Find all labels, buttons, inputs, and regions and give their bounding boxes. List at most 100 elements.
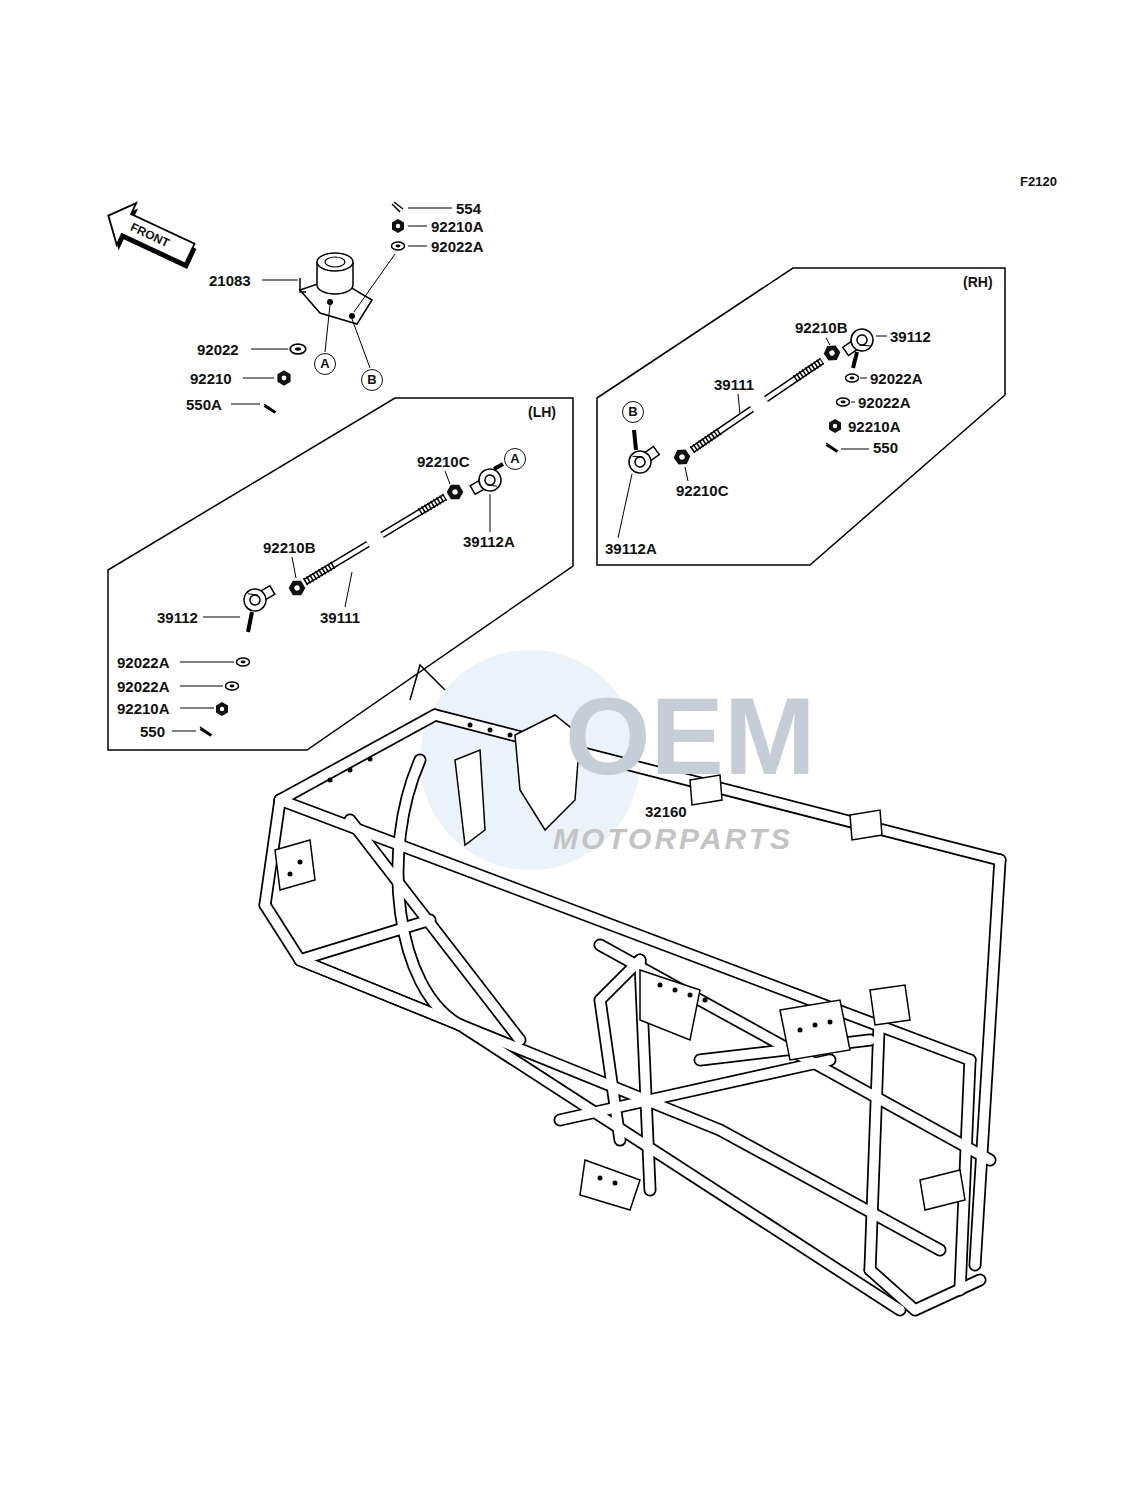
drawing-part xyxy=(850,810,882,840)
drawing-part xyxy=(231,208,452,404)
drawing-part xyxy=(248,612,252,632)
lh-group-frame: (LH)A xyxy=(108,398,573,750)
drawing-part xyxy=(172,731,196,732)
drawing-part xyxy=(671,446,692,468)
drawing-part xyxy=(288,872,293,877)
drawing-part xyxy=(180,686,223,687)
callout-number: 92210B xyxy=(263,539,316,556)
callout-number: 550 xyxy=(140,723,165,740)
drawing-part xyxy=(300,278,306,292)
drawing-part xyxy=(290,344,306,354)
callout-number: 32160 xyxy=(645,803,687,820)
drawing-part xyxy=(408,208,452,209)
drawing-part xyxy=(841,449,869,450)
callout-number: 550 xyxy=(873,439,898,456)
drawing-part xyxy=(598,1176,603,1181)
drawing-part xyxy=(325,305,330,352)
drawing-part xyxy=(352,319,370,368)
frame-drawing xyxy=(265,665,1000,1310)
drawing-part xyxy=(826,338,830,345)
drawing-part xyxy=(829,419,841,433)
callout-number: 92022A xyxy=(117,654,170,671)
drawing-part xyxy=(345,572,352,607)
drawing-part xyxy=(325,257,345,267)
drawing-part xyxy=(488,728,493,733)
drawing-part xyxy=(508,733,513,738)
drawing-part xyxy=(180,662,234,663)
callout-number: 554 xyxy=(456,200,481,217)
drawing-part xyxy=(467,465,505,500)
drawing-part xyxy=(420,497,445,512)
drawing-part xyxy=(226,682,239,690)
drawing-part xyxy=(640,970,700,1040)
drawing-part xyxy=(287,577,308,599)
drawing-part xyxy=(298,860,303,865)
callout-number: 39112 xyxy=(157,609,198,626)
panel-border xyxy=(597,268,1005,565)
drawing-part xyxy=(468,723,473,728)
direction-label: FRONT xyxy=(128,219,173,252)
drawing-part xyxy=(243,378,274,379)
callout-number: 92210A xyxy=(117,700,170,717)
callout-number: 550A xyxy=(186,396,222,413)
drawing-part xyxy=(455,750,485,845)
reference-letter: A xyxy=(320,357,329,371)
drawing-part xyxy=(203,617,240,618)
drawing-part xyxy=(349,313,355,319)
drawing-part xyxy=(851,402,855,403)
drawing-part xyxy=(692,431,720,450)
drawing-part xyxy=(876,336,887,337)
drawing-part xyxy=(445,471,450,484)
drawing-part xyxy=(408,246,427,247)
rh-group-frame: (RH) B xyxy=(597,268,1005,565)
steering-arm-group xyxy=(231,202,452,413)
drawing-part xyxy=(317,253,353,271)
drawing-part xyxy=(382,497,445,535)
drawing-part xyxy=(920,1170,965,1210)
drawing-part xyxy=(354,254,395,312)
drawing-part xyxy=(240,580,278,615)
drawing-part xyxy=(813,1023,818,1028)
reference-circle: B xyxy=(361,369,383,391)
drawing-part xyxy=(688,993,693,998)
callout-number: 92210A xyxy=(848,418,901,435)
callout-number: 92022A xyxy=(431,238,484,255)
drawing-part xyxy=(766,361,822,399)
drawing-part xyxy=(200,727,212,736)
drawing-part xyxy=(846,374,859,382)
drawing-part xyxy=(328,778,333,783)
reference-letter: B xyxy=(628,405,637,419)
drawing-part xyxy=(251,349,288,350)
drawing-part xyxy=(826,443,838,452)
callout-number: 92022 xyxy=(197,341,239,358)
drawing-part xyxy=(172,471,490,731)
drawing-part xyxy=(275,840,315,890)
drawing-part xyxy=(658,983,663,988)
drawing-part xyxy=(780,1000,850,1060)
lh-tie-rod xyxy=(172,464,505,736)
drawing-part xyxy=(305,564,335,582)
drawing-part xyxy=(262,280,298,281)
callout-number: 92210C xyxy=(417,453,470,470)
front-arrow xyxy=(97,195,203,280)
drawing-part xyxy=(327,299,333,305)
drawing-part xyxy=(237,658,250,666)
reference-letter: A xyxy=(510,452,519,466)
reference-circle: A xyxy=(314,353,336,375)
drawing-part xyxy=(692,409,752,450)
drawing-part xyxy=(392,202,403,212)
drawing-part xyxy=(837,398,850,406)
drawing-part xyxy=(703,998,708,1003)
drawing-part xyxy=(738,394,740,414)
callout-number: 92210C xyxy=(676,482,729,499)
watermark: OEM xyxy=(565,676,816,796)
panel-outline xyxy=(108,398,573,750)
drawing-part xyxy=(490,494,491,532)
callout-number: 39112 xyxy=(890,328,931,345)
drawing-part xyxy=(392,242,405,250)
callout-number: 21083 xyxy=(209,272,251,289)
callout-number: 92022A xyxy=(858,394,911,411)
side-label: (RH) xyxy=(963,274,993,290)
drawing-part xyxy=(795,361,822,379)
